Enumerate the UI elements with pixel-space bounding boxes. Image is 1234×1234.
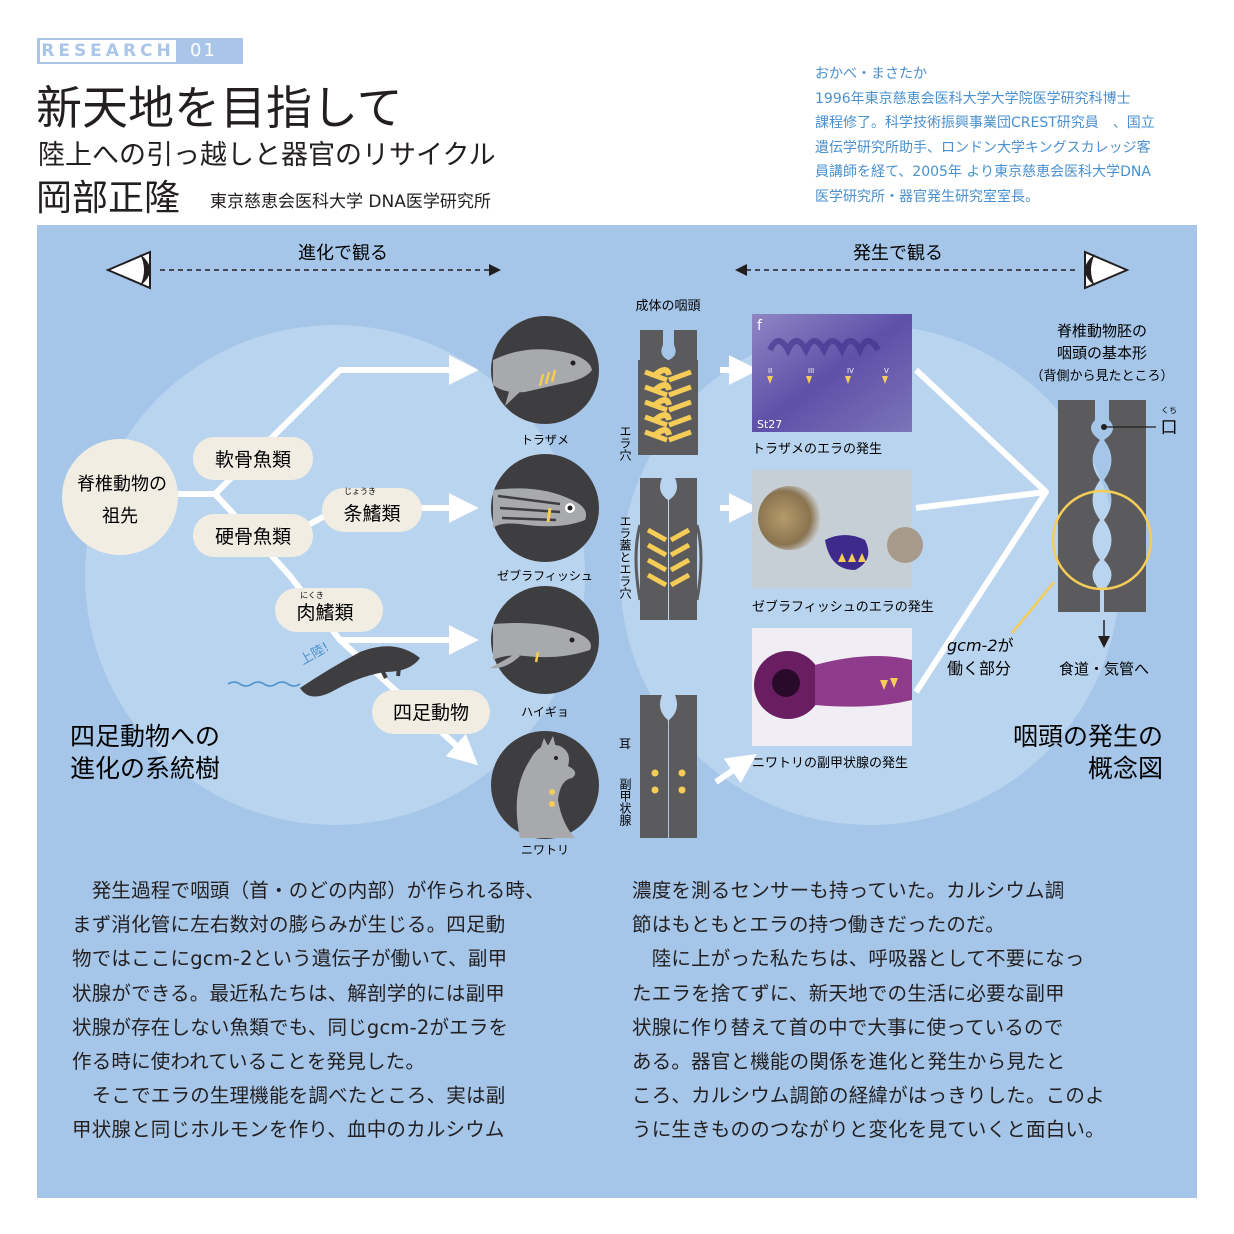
body-line: そこでエラの生理機能を調べたところ、実は副 (72, 1084, 506, 1108)
body-line: 作る時に使われていることを発見した。 (72, 1050, 426, 1074)
development-arrow-label: 発生で観る (853, 243, 943, 264)
body-text-right: 濃度を測るセンサーも持っていた。カルシウム調 節はもともとエラの持つ働きだったの… (632, 874, 1105, 1148)
svg-text:にくき: にくき (300, 591, 324, 600)
body-line: 状腺に作り替えて首の中で大事に使っているので (632, 1015, 1064, 1039)
body-line: 物ではここにgcm-2という遺伝子が働いて、副甲 (72, 947, 508, 971)
cartilaginous-fish-label: 軟骨魚類 (193, 437, 313, 480)
page-title: 新天地を目指して (36, 81, 403, 135)
body-line: 陸に上がった私たちは、呼吸器として不要になっ (632, 947, 1085, 971)
right-caption-line2: 概念図 (1088, 754, 1163, 783)
chicken-label: ニワトリ (521, 843, 569, 857)
bio-line: 課程修了。科学技術振興事業団CREST研究員 、国立 (815, 115, 1155, 131)
embryo-pharynx-diagram (1011, 400, 1156, 648)
lobe-finned-fish-label: にくき 肉鰭類 (275, 588, 383, 632)
zebrafish-pharynx-diagram: エラ蓋とエラ穴 (618, 478, 703, 620)
body-line: うに生きもののつながりと変化を見ていくと面白い。 (632, 1118, 1105, 1142)
evolution-development-figure: 進化で観る 発生で観る 脊椎動物の 祖先 軟骨魚類 硬骨魚類 じょうき 条鰭類 (62, 243, 1178, 857)
zebrafish-label: ゼブラフィッシュ (497, 568, 593, 583)
gcm2-label: gcm-2が (947, 636, 1014, 655)
tetrapod-label: 四足動物 (372, 690, 490, 734)
zebrafish-photo-caption: ゼブラフィッシュのエラの発生 (752, 599, 934, 615)
bio-line: 1996年東京慈恵会医科大学大学院医学研究科博士 (815, 90, 1131, 107)
chicken-parathyroid-photo (752, 628, 912, 746)
lungfish-label: ハイギョ (521, 705, 569, 719)
left-caption-line1: 四足動物への (70, 722, 220, 751)
shark-icon (491, 316, 599, 424)
svg-text:軟骨魚類: 軟骨魚類 (215, 449, 291, 471)
body-line: 節はもともとエラの持つ働きだったのだ。 (632, 913, 1005, 937)
svg-text:St27: St27 (757, 418, 782, 431)
svg-text:硬骨魚類: 硬骨魚類 (215, 526, 291, 548)
svg-text:脊椎動物の: 脊椎動物の (77, 474, 167, 495)
svg-text:f: f (757, 318, 763, 334)
development-eye-icon (1084, 250, 1130, 290)
bio-line: 遺伝学研究所助手、ロンドン大学キングスカレッジ客 (815, 139, 1151, 156)
evolution-eye-icon (105, 250, 151, 290)
svg-text:肉鰭類: 肉鰭類 (296, 602, 353, 624)
body-line: ころ、カルシウム調節の経緯がはっきりした。このよ (632, 1084, 1105, 1108)
author-affiliation: 東京慈恵会医科大学 DNA医学研究所 (210, 192, 491, 212)
section-number: 01 (190, 40, 217, 61)
svg-text:V: V (884, 367, 889, 375)
bony-fish-label: 硬骨魚類 (193, 514, 313, 557)
author-bio: おかべ・まさたか 1996年東京慈恵会医科大学大学院医学研究科博士 課程修了。科… (815, 62, 1207, 209)
operculum-gill-label: エラ蓋とエラ穴 (618, 515, 632, 599)
page-subtitle: 陸上への引っ越しと器官のリサイクル (38, 140, 496, 171)
ear-label: 耳 (619, 737, 631, 751)
right-caption-line1: 咽頭の発生の (1013, 722, 1163, 751)
svg-text:じょうき: じょうき (344, 487, 376, 496)
body-line: ある。器官と機能の関係を進化と発生から見たと (632, 1050, 1066, 1074)
zebrafish-icon (491, 454, 599, 562)
shark-pharynx-diagram: エラ穴 (618, 330, 698, 461)
ancestor-node: 脊椎動物の 祖先 (62, 439, 178, 555)
svg-text:II: II (768, 367, 772, 375)
mouth-ruby: くち (1161, 406, 1177, 415)
bio-line: 医学研究所・器官発生研究室室長。 (815, 188, 1039, 205)
svg-text:条鰭類: 条鰭類 (343, 503, 400, 525)
svg-text:祖先: 祖先 (102, 506, 138, 527)
shark-gill-photo: f II III IV V St27 (752, 314, 912, 432)
body-text-left: 発生過程で咽頭（首・のどの内部）が作られる時、 まず消化管に左右数対の膨らみが生… (72, 874, 545, 1148)
concept-title-line3: （背側から見たところ） (1030, 369, 1173, 384)
adult-pharynx-label: 成体の咽頭 (635, 299, 700, 314)
chicken-pharynx-diagram: 耳 副甲状腺 (618, 695, 697, 838)
bio-line: 員講師を経て、2005年 より東京慈恵会医科大学DNA (815, 164, 1151, 180)
mouth-label: 口 (1161, 418, 1178, 438)
outlet-label: 食道・気管へ (1059, 660, 1149, 678)
parathyroid-label: 副甲状腺 (618, 778, 632, 827)
svg-text:四足動物: 四足動物 (393, 702, 469, 724)
body-line: 濃度を測るセンサーも持っていた。カルシウム調 (632, 879, 1065, 902)
ray-finned-fish-label: じょうき 条鰭類 (322, 487, 422, 532)
zebrafish-gill-photo (752, 470, 923, 588)
gill-slits-label: エラ穴 (618, 425, 632, 461)
body-line: 甲状腺と同じホルモンを作り、血中のカルシウム (72, 1118, 505, 1142)
body-line: 発生過程で咽頭（首・のどの内部）が作られる時、 (72, 879, 545, 902)
chicken-photo-caption: ニワトリの副甲状腺の発生 (752, 756, 908, 771)
bio-line: おかべ・まさたか (815, 66, 927, 82)
lungfish-icon (490, 586, 599, 694)
body-line: 状腺ができる。最近私たちは、解剖学的には副甲 (72, 981, 506, 1005)
shark-photo-caption: トラザメのエラの発生 (752, 442, 882, 457)
evolution-arrow-label: 進化で観る (298, 243, 388, 264)
body-line: たエラを捨てずに、新天地での生活に必要な副甲 (632, 981, 1065, 1005)
concept-title-line1: 脊椎動物胚の (1057, 322, 1147, 340)
concept-title-line2: 咽頭の基本形 (1057, 344, 1147, 362)
gcm2-label-line2: 働く部分 (947, 659, 1011, 678)
left-caption-line2: 進化の系統樹 (70, 754, 220, 783)
author-name: 岡部正隆 (36, 178, 181, 219)
svg-text:IV: IV (847, 367, 854, 375)
body-line: まず消化管に左右数対の膨らみが生じる。四足動 (72, 913, 506, 937)
chicken-icon (491, 731, 599, 839)
section-label: RESEARCH (40, 40, 176, 62)
svg-text:III: III (808, 367, 814, 375)
body-line: 状腺が存在しない魚類でも、同じgcm-2がエラを (72, 1015, 509, 1039)
shark-label: トラザメ (521, 433, 569, 447)
